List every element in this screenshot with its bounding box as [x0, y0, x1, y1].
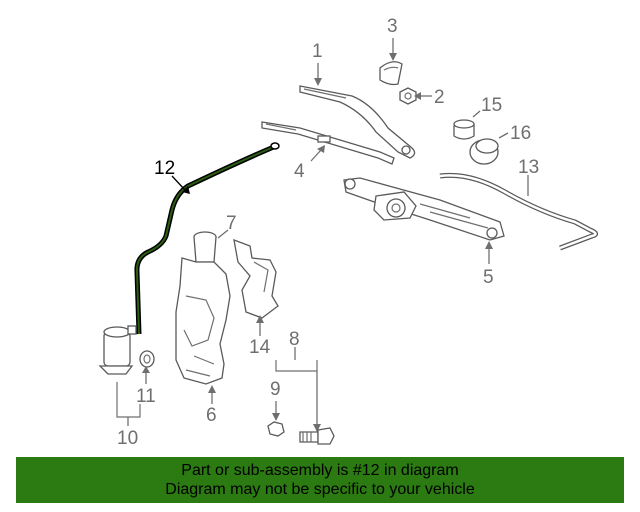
callout-8: 8: [289, 329, 300, 350]
washer-pump-part-10: [98, 325, 137, 375]
banner-line-1: Part or sub-assembly is #12 in diagram: [181, 462, 459, 479]
arm-cover-part-3: [379, 61, 403, 86]
callout-12: 12: [154, 158, 175, 179]
cap-part-15: [453, 119, 475, 140]
grommet-part-11: [139, 350, 155, 368]
callout-10: 10: [117, 428, 138, 449]
callout-4: 4: [294, 161, 305, 182]
callout-5: 5: [483, 267, 494, 288]
wiper-arm-part-1: [299, 85, 416, 159]
callout-11: 11: [136, 386, 156, 407]
washer-hose-part-13: [439, 172, 598, 251]
wiper-transmission-part-5: [343, 177, 505, 241]
callout-3: 3: [387, 16, 398, 37]
seal-part-16: [469, 138, 499, 165]
bracket-part-14: [233, 238, 279, 319]
washer-reservoir-part-6: [175, 231, 231, 385]
washer-hose-part-12: [134, 142, 280, 335]
wiper-blade-part-4: [261, 121, 395, 165]
callout-1: 1: [312, 41, 323, 62]
bolt-part-8: [299, 427, 335, 445]
nut-part-9: [267, 421, 285, 437]
callout-6: 6: [206, 405, 217, 426]
callout-14: 14: [249, 337, 271, 358]
callout-16: 16: [510, 123, 531, 144]
nut-part-2: [399, 87, 417, 105]
banner-line-2: Diagram may not be specific to your vehi…: [165, 481, 475, 498]
info-banner: Part or sub-assembly is #12 in diagram D…: [16, 457, 624, 503]
callout-13: 13: [518, 157, 539, 178]
parts-diagram: 1 3 2 15 16 4 13: [98, 16, 598, 449]
callout-9: 9: [270, 379, 281, 400]
callout-15: 15: [481, 95, 502, 116]
callout-2: 2: [434, 87, 445, 108]
callout-7: 7: [226, 213, 237, 234]
